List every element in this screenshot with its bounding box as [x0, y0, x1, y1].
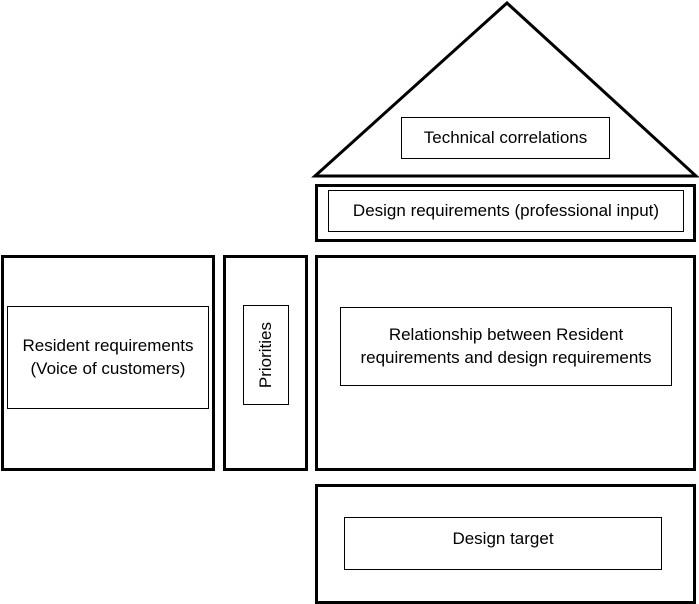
- design-requirements-label: Design requirements (professional input): [352, 200, 660, 220]
- technical-correlations-label: Technical correlations: [423, 127, 588, 147]
- technical-correlations-box: Technical correlations: [401, 117, 610, 159]
- priorities-box: Priorities: [243, 305, 289, 405]
- design-requirements-box: Design requirements (professional input): [328, 190, 684, 232]
- design-target-label: Design target: [452, 529, 554, 548]
- relationship-label: Relationship between Resident requiremen…: [360, 325, 652, 367]
- design-target-box: Design target: [344, 517, 662, 570]
- relationship-box: Relationship between Resident requiremen…: [340, 307, 672, 386]
- priorities-label: Priorities: [255, 321, 275, 389]
- resident-requirements-label: Resident requirements (Voice of customer…: [22, 336, 194, 378]
- resident-requirements-box: Resident requirements (Voice of customer…: [7, 306, 209, 409]
